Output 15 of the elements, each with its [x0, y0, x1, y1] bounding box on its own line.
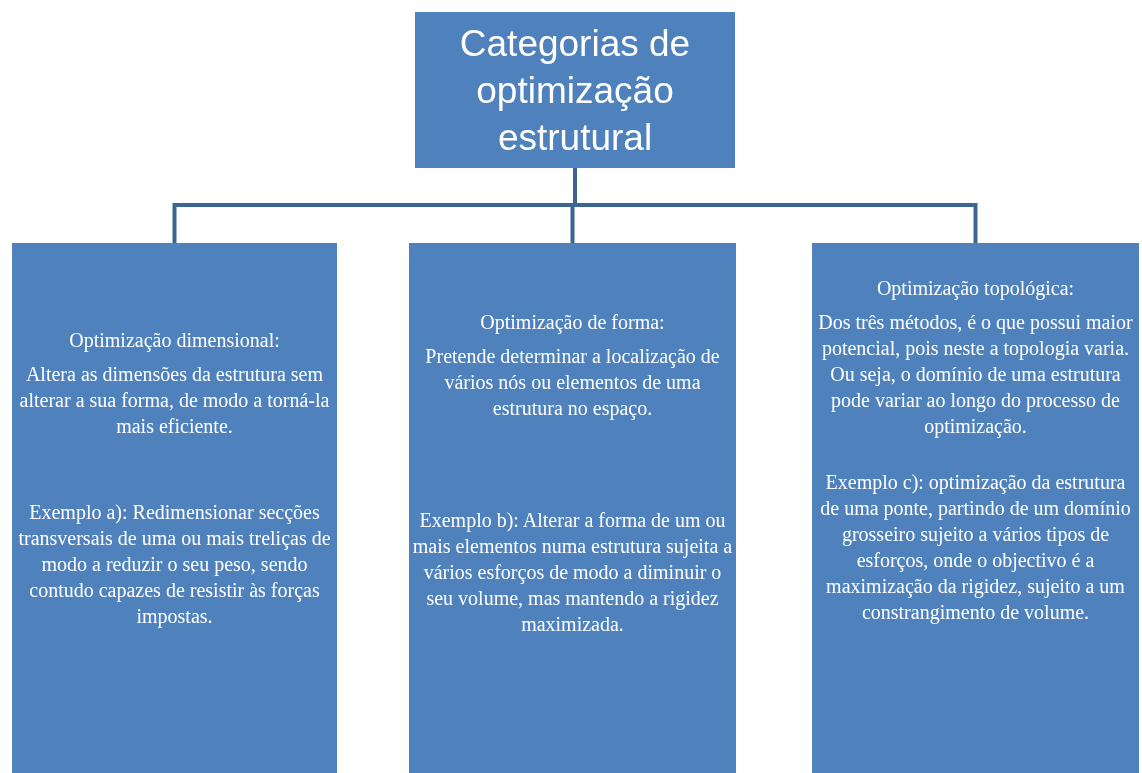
example-text: Exemplo a): Redimensionar secções transversais de uma ou mais treliças de modo a reduzir o seu peso, sendo contudo capazes de resistir às forças impostas. — [17, 500, 332, 629]
category-box — [12, 243, 337, 773]
example-text: Exemplo c): optimização da estrutura de uma ponte, partindo de um domínio grosseiro sujeito a vários tipos de esforços, onde o objectivo é a maximização da rigidez, sujeito a um constrangimento de volume. — [819, 470, 1132, 625]
title-text: Categorias de optimização estrutural — [458, 21, 692, 160]
example-text: Exemplo b): Alterar a forma de um ou mais elementos numa estrutura sujeita a vários esforços de modo a diminuir o seu volume, mas mantendo a rigidez maximizada. — [411, 508, 734, 637]
category-heading: Optimização dimensional: — [69, 328, 280, 353]
category-heading: Optimização de forma: — [480, 310, 665, 335]
category-description: Dos três métodos, é o que possui maior potencial, pois neste a topologia varia. Ou seja, o domínio de uma estrutura pode variar ao longo do processo de optimização. — [817, 310, 1134, 439]
title-box — [415, 12, 735, 168]
category-description: Pretende determinar a localização de vários nós ou elementos de uma estrutura no espaço. — [424, 344, 721, 421]
category-description: Altera as dimensões da estrutura sem alterar a sua forma, de modo a torná-la mais eficiente. — [18, 362, 331, 439]
category-heading: Optimização topológica: — [876, 276, 1075, 301]
connector-line — [573, 168, 978, 243]
category-box — [409, 243, 736, 773]
category-box — [812, 243, 1139, 773]
